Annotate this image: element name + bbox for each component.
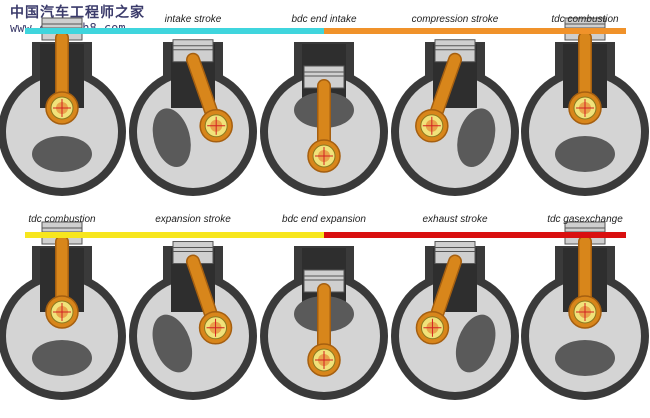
row-2-engine-4 (391, 241, 519, 400)
row-1-stage-label-4: compression stroke (411, 14, 499, 25)
row-2-stage-label-3: bdc end expansion (282, 214, 366, 225)
row-2-stage-label-4: exhaust stroke (422, 214, 488, 225)
row-1-stage-label-5: tdc combustion (551, 14, 619, 25)
row-2-phase-bar-2 (324, 232, 626, 238)
crank-counterweight (457, 108, 496, 168)
row-2-stage-label-2: expansion stroke (155, 214, 231, 225)
crank-counterweight (152, 108, 191, 168)
row-1-engine-4 (391, 39, 519, 196)
watermark-chinese: 中国汽车工程师之家 (10, 5, 145, 21)
crank-counterweight (555, 340, 615, 376)
row-1-stage-label-2: intake stroke (164, 14, 222, 25)
row-1-phase-bar-2 (324, 28, 626, 34)
row-2-engine-5 (521, 221, 649, 400)
row-1-engine-3 (260, 42, 388, 196)
row-2-engine-2 (129, 241, 257, 400)
crank-counterweight (455, 314, 496, 373)
row-1-engine-5 (521, 17, 649, 196)
row-1-stage-label-3: bdc end intake (291, 14, 357, 25)
row-1-engine-2 (129, 39, 257, 196)
crank-counterweight (32, 340, 92, 376)
row-2-phase-bar-1 (25, 232, 324, 238)
row-2-engine-3 (260, 246, 388, 400)
crank-counterweight (32, 136, 92, 172)
row-2-stage-label-5: tdc gasexchange (547, 214, 623, 225)
crank-counterweight (555, 136, 615, 172)
row-2-engine-1 (0, 221, 126, 400)
row-2-stage-label-1: tdc combustion (28, 214, 96, 225)
crank-counterweight (152, 314, 193, 373)
row-1-phase-bar-1 (25, 28, 324, 34)
row-1-engine-1 (0, 17, 126, 196)
